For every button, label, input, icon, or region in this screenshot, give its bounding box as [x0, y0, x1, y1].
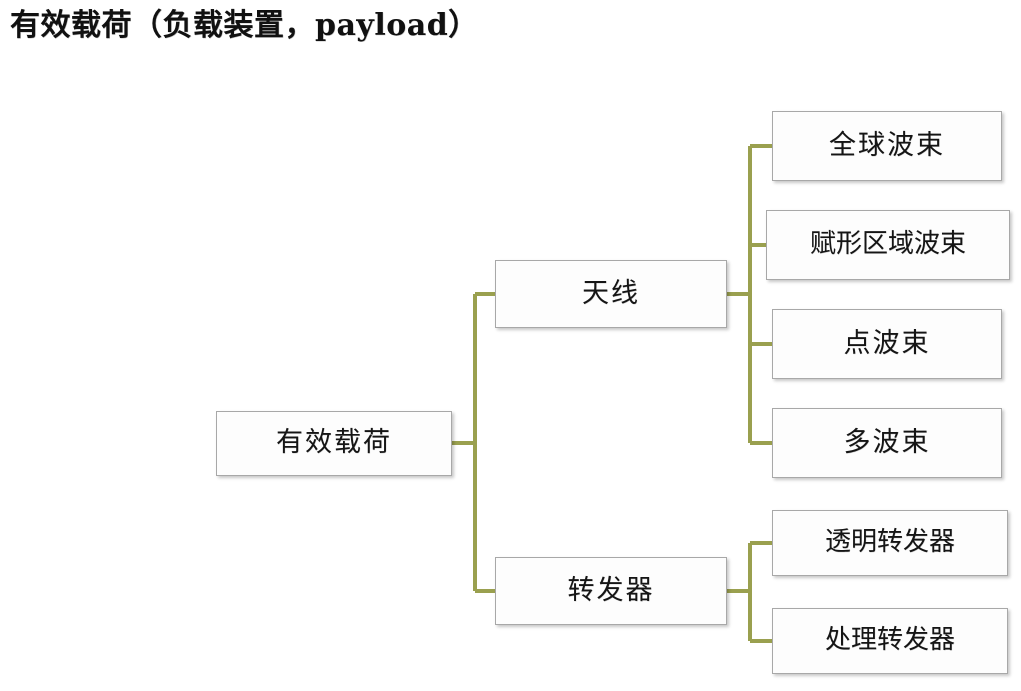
node-label: 全球波束 [829, 129, 945, 161]
node-multi-beam[interactable]: 多波束 [772, 408, 1002, 478]
node-label: 点波束 [843, 327, 931, 359]
node-label: 转发器 [567, 574, 655, 606]
node-transparent-transponder[interactable]: 透明转发器 [772, 510, 1008, 576]
node-label: 赋形区域波束 [809, 229, 966, 260]
node-label: 天线 [582, 277, 640, 309]
node-transponder[interactable]: 转发器 [495, 557, 727, 625]
node-antenna[interactable]: 天线 [495, 260, 727, 328]
node-spot-beam[interactable]: 点波束 [772, 309, 1002, 379]
node-label: 多波束 [843, 426, 931, 458]
node-shaped-region-beam[interactable]: 赋形区域波束 [766, 210, 1010, 280]
node-payload-root[interactable]: 有效载荷 [216, 411, 452, 476]
node-processing-transponder[interactable]: 处理转发器 [772, 608, 1008, 674]
node-label: 有效载荷 [276, 427, 392, 459]
node-label: 处理转发器 [824, 625, 955, 656]
page-title: 有效载荷（负载装置，payload） [10, 8, 479, 43]
node-label: 透明转发器 [824, 527, 955, 558]
node-global-beam[interactable]: 全球波束 [772, 111, 1002, 181]
